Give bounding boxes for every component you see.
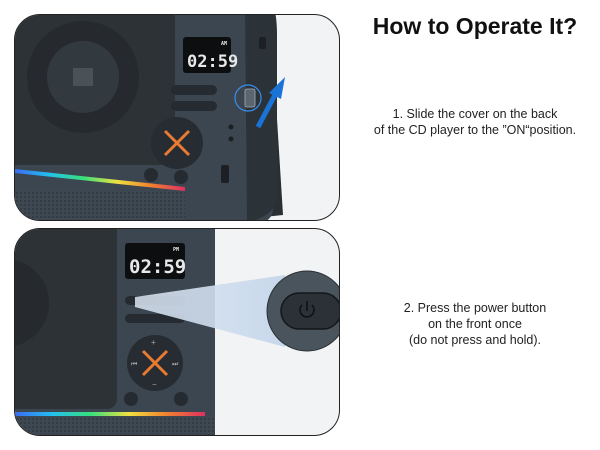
- display-ampm: PM: [173, 247, 179, 253]
- lcd-display: [183, 37, 231, 73]
- light-button[interactable]: [174, 392, 188, 406]
- cd-player-side-illustration: 02:59 AM: [15, 15, 285, 220]
- step-2-line-1: 2. Press the power button: [403, 301, 547, 315]
- zoom-beam: [135, 275, 285, 347]
- light-button[interactable]: [174, 170, 188, 184]
- speaker-grill: [15, 417, 215, 435]
- display-ampm: AM: [221, 41, 227, 47]
- mode-button[interactable]: [124, 392, 138, 406]
- rgb-light-strip: [15, 169, 185, 191]
- usb-port: [221, 165, 229, 183]
- step-1-instructions: 1. Slide the cover on the back of the CD…: [350, 106, 600, 138]
- plus-icon: +: [151, 338, 156, 347]
- control-pad-cross-b: [163, 129, 191, 157]
- page-title: How to Operate It?: [372, 13, 578, 39]
- headphone-jack: [228, 124, 234, 130]
- slide-switch[interactable]: [244, 88, 256, 108]
- rgb-light-strip: [15, 412, 205, 416]
- play-pause-button[interactable]: [171, 101, 217, 111]
- step-2-instructions: 2. Press the power button on the front o…: [350, 300, 600, 348]
- step-2-line-2: on the front once: [428, 317, 522, 331]
- control-pad-cross-b: [141, 349, 169, 377]
- up-arrow-icon: [255, 89, 280, 129]
- step-2-line-3: (do not press and hold).: [408, 333, 542, 347]
- step-1-line-1: 1. Slide the cover on the back: [392, 107, 558, 121]
- power-button-zoomed[interactable]: [280, 292, 339, 330]
- lcd-display: [125, 243, 185, 279]
- cd-player-front-illustration: 02:59 PM + − ⏮ ⏭: [15, 229, 339, 435]
- display-time: 02:59: [187, 52, 238, 72]
- aux-jack: [228, 136, 234, 142]
- cd-lid-ring: [15, 260, 49, 346]
- minus-icon: −: [152, 380, 157, 389]
- cd-logo-icon: [73, 68, 93, 86]
- display-time: 02:59: [129, 256, 186, 278]
- speaker-grill: [15, 191, 185, 220]
- mode-button[interactable]: [144, 168, 158, 182]
- fast-forward-icon: ⏭: [172, 361, 179, 368]
- slide-switch-highlight: [234, 84, 262, 112]
- step-1-line-2: of the CD player to the ”ON“position.: [373, 123, 577, 137]
- power-icon: [299, 301, 315, 318]
- rewind-icon: ⏮: [131, 361, 137, 368]
- side-port: [259, 37, 266, 49]
- step-1-illustration: 02:59 AM: [14, 14, 340, 221]
- up-arrow-head: [269, 77, 285, 99]
- power-button[interactable]: [171, 85, 217, 95]
- step-2-illustration: 02:59 PM + − ⏮ ⏭: [14, 228, 340, 436]
- cd-lid: [15, 229, 117, 409]
